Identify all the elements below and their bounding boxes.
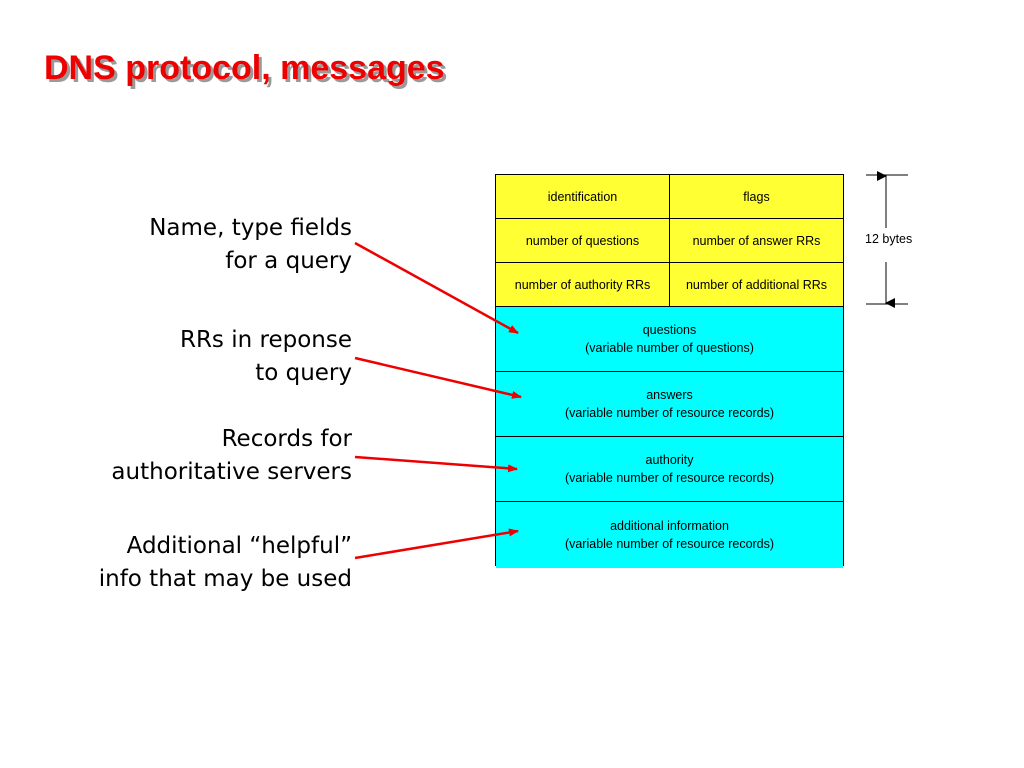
arrow-to-authority (354, 455, 518, 473)
annotation-line: Records for (221, 426, 352, 452)
header-row-authority-additional-counts: number of authority RRs number of additi… (496, 263, 843, 307)
header-row-question-answer-counts: number of questions number of answer RRs (496, 219, 843, 263)
slide-title: DNS protocol, messages (44, 49, 445, 87)
arrow-to-questions (354, 241, 519, 335)
section-answers: answers (variable number of resource rec… (496, 372, 843, 437)
header-size-label: 12 bytes (865, 232, 913, 246)
section-detail: (variable number of resource records) (564, 537, 775, 551)
dns-message-format-diagram: identification flags number of questions… (495, 174, 844, 568)
annotation-line: authoritative servers (111, 459, 352, 485)
field-identification: identification (496, 175, 670, 218)
section-detail: (variable number of resource records) (564, 406, 775, 420)
arrow-to-answers (354, 356, 522, 399)
section-additional-information: additional information (variable number … (496, 502, 843, 568)
field-number-of-additional-rrs: number of additional RRs (670, 263, 843, 306)
section-name: answers (646, 388, 693, 402)
header-row-id-flags: identification flags (496, 175, 843, 219)
annotation-additional-info: Additional “helpful” info that may be us… (22, 530, 352, 596)
section-authority: authority (variable number of resource r… (496, 437, 843, 502)
section-questions: questions (variable number of questions) (496, 307, 843, 372)
annotation-query-fields: Name, type fields for a query (22, 212, 352, 278)
annotation-line: for a query (225, 248, 352, 274)
annotation-line: info that may be used (98, 566, 352, 592)
field-number-of-answer-rrs: number of answer RRs (670, 219, 843, 262)
annotation-line: Name, type fields (149, 215, 352, 241)
field-number-of-authority-rrs: number of authority RRs (496, 263, 670, 306)
field-flags: flags (670, 175, 843, 218)
section-name: additional information (610, 519, 729, 533)
annotation-response-rrs: RRs in reponse to query (22, 324, 352, 390)
section-name: questions (642, 323, 697, 337)
annotation-line: Additional “helpful” (126, 533, 352, 559)
field-number-of-questions: number of questions (496, 219, 670, 262)
arrow-to-additional (354, 528, 519, 560)
section-detail: (variable number of questions) (585, 341, 754, 355)
annotation-line: RRs in reponse (179, 327, 352, 353)
section-name: authority (645, 453, 694, 467)
annotation-authoritative-records: Records for authoritative servers (22, 423, 352, 489)
section-detail: (variable number of resource records) (564, 471, 775, 485)
annotation-line: to query (255, 360, 352, 386)
